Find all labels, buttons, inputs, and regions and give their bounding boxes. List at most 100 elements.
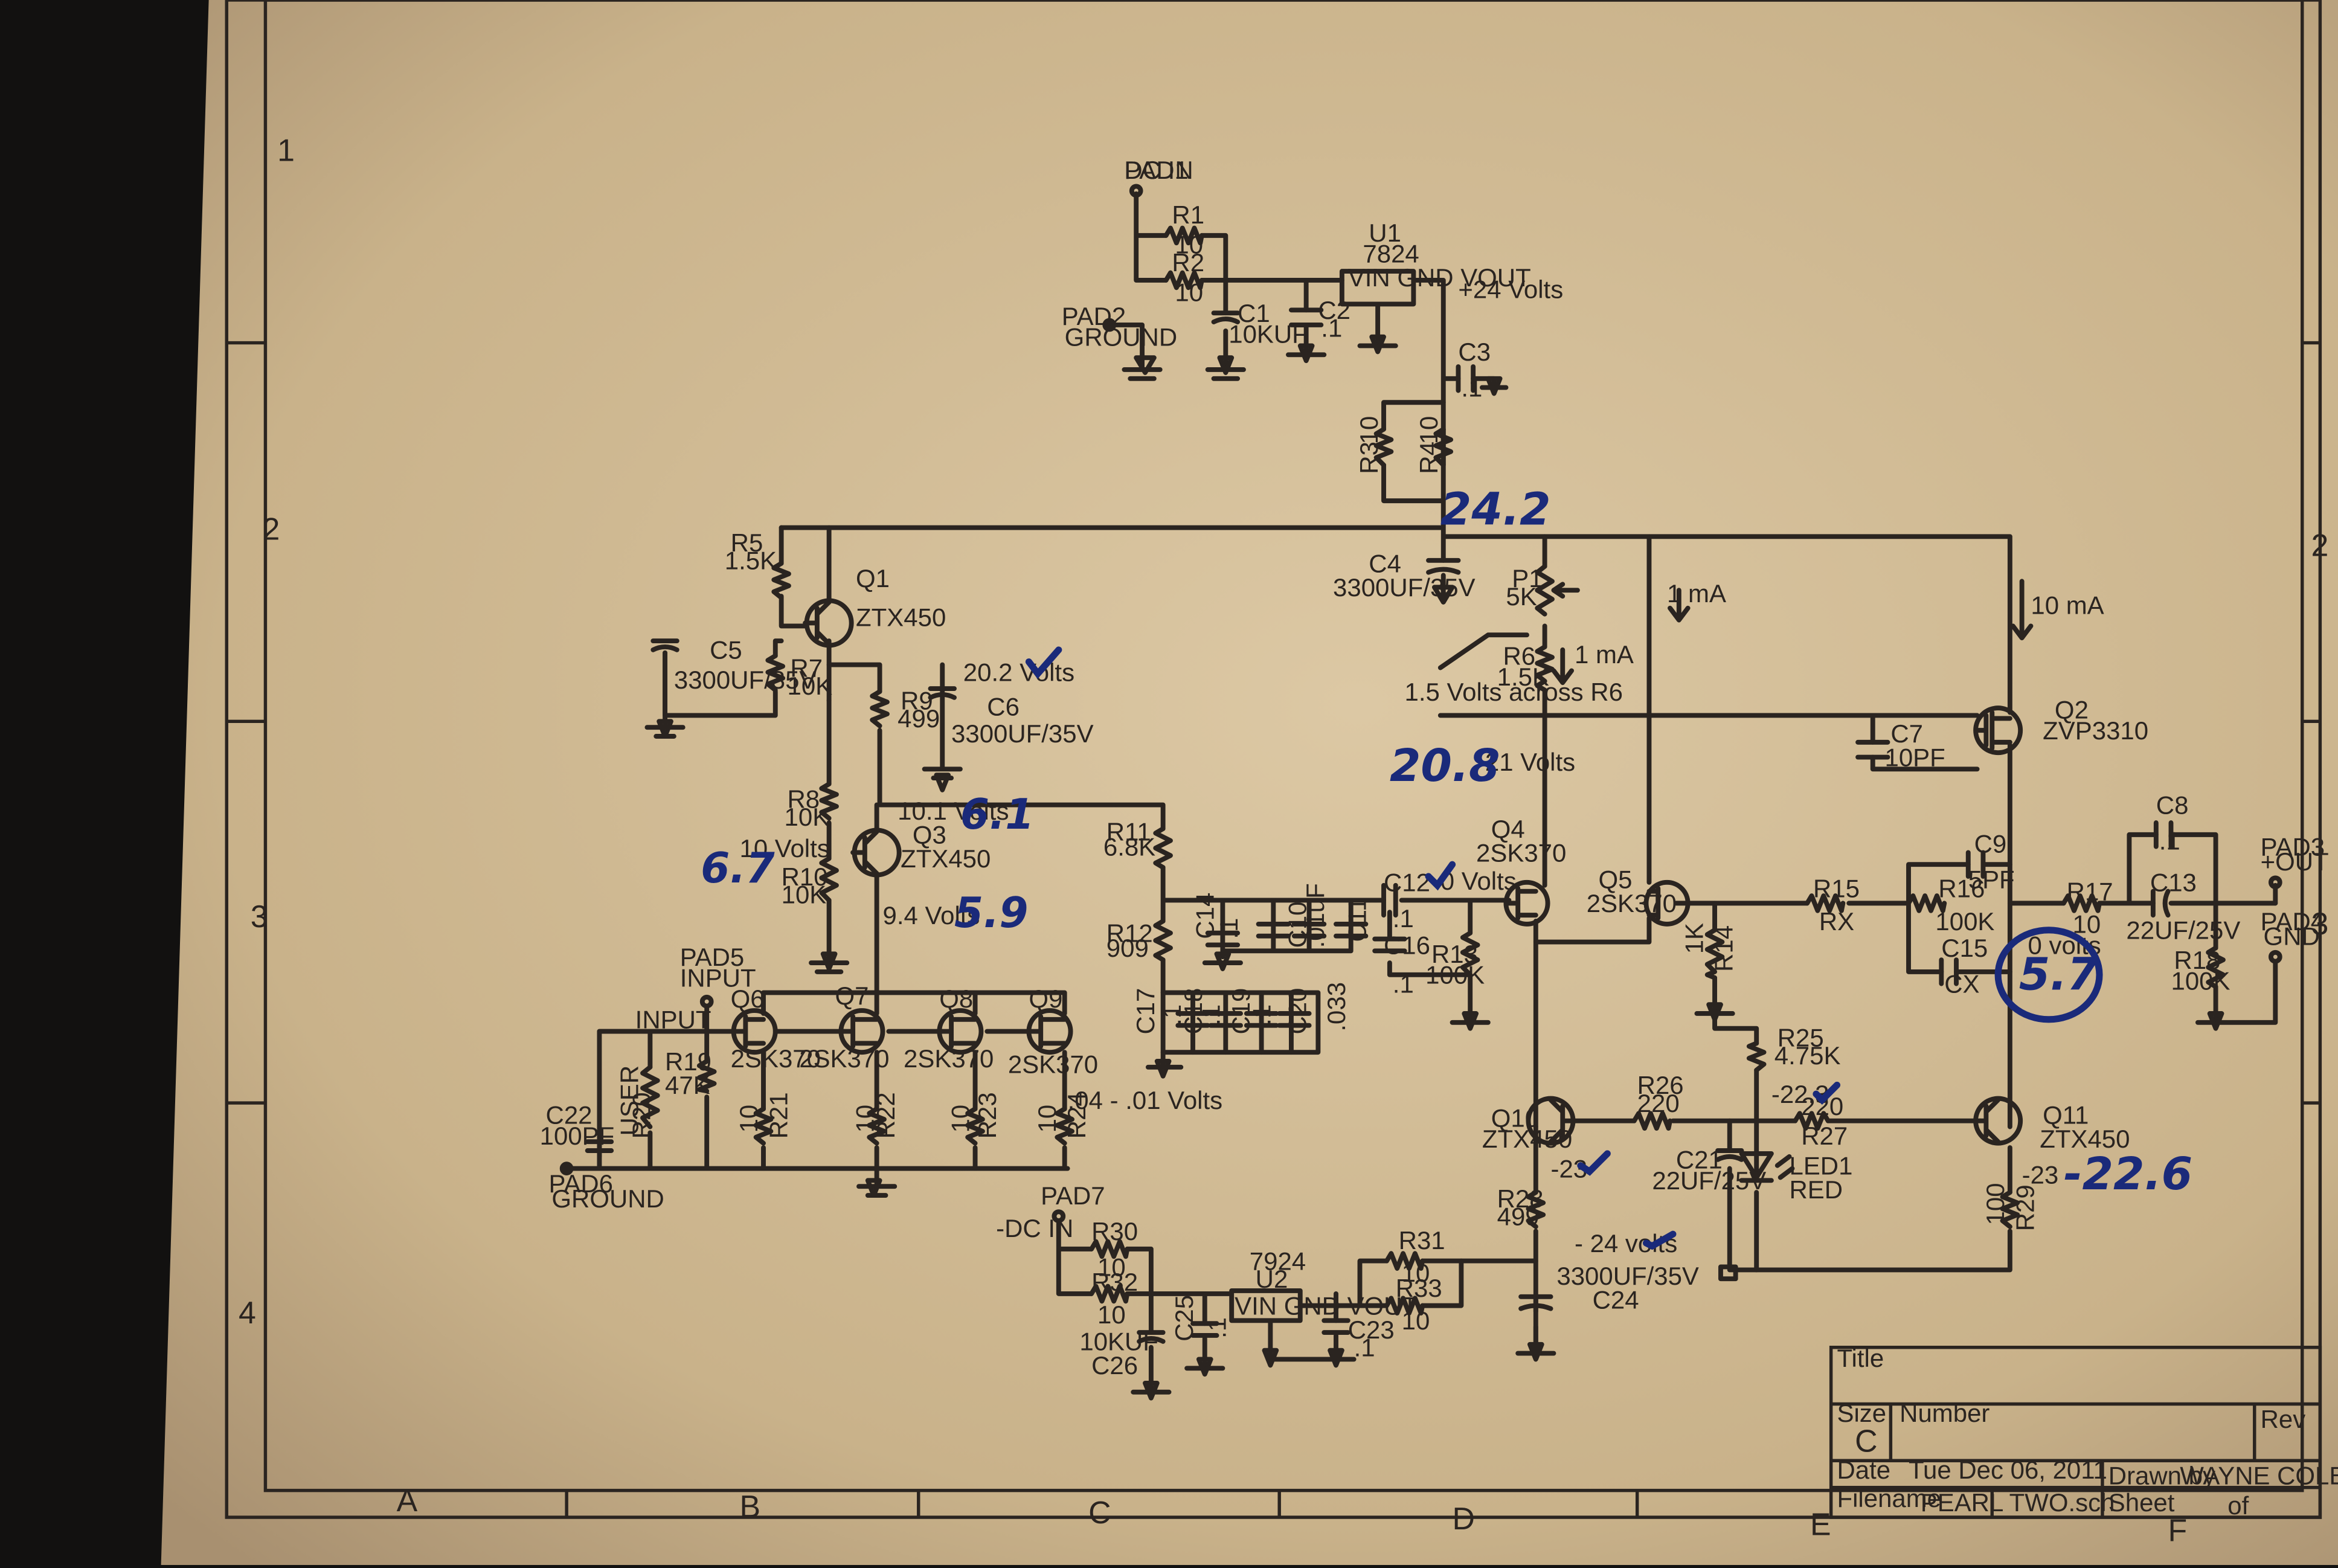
ic-pin-labels: VIN GND VOUT xyxy=(1235,1291,1418,1320)
component-ref-label: U2 xyxy=(1256,1265,1288,1293)
component-value-label: 10PF xyxy=(1885,743,1945,771)
date-label: Date xyxy=(1837,1456,1891,1484)
component-value-label: 22UF/25V xyxy=(1652,1166,1766,1195)
handwritten-voltage: 5.7 xyxy=(2019,949,2099,1001)
component-value-label: 100K xyxy=(2171,967,2230,995)
component-value-label: 4.75K xyxy=(1774,1041,1841,1070)
zone-letter: C xyxy=(1088,1495,1111,1530)
zone-letter: E xyxy=(1810,1507,1831,1542)
component-value-label: .1 xyxy=(2159,827,2180,855)
filename-label: Filename xyxy=(1837,1484,1942,1512)
component-value-label: .033 xyxy=(1322,982,1350,1032)
zone-number: 2 xyxy=(263,511,280,546)
handwritten-checkmark xyxy=(1577,1150,1611,1176)
r6-voltage-note: 1.5 Volts across R6 xyxy=(1405,678,1623,706)
component-value-label: CX xyxy=(1944,969,1979,998)
component-value-label: 10KUF xyxy=(1079,1328,1158,1356)
component-value-label: 220 xyxy=(1637,1089,1680,1117)
component-value-label: .01uF xyxy=(1301,883,1329,948)
zone-number: 3 xyxy=(251,899,268,934)
component-value-label: .1 xyxy=(1196,1004,1225,1026)
component-ref-label: Q3 xyxy=(913,821,946,849)
component-ref-label: PAD3 xyxy=(2261,832,2325,861)
current-annotation: 10 mA xyxy=(2031,591,2104,620)
component-ref-label: Q9 xyxy=(1029,985,1062,1013)
component-ref-label: R2 xyxy=(1172,248,1204,277)
component-value-label: .1 xyxy=(1393,969,1414,998)
component-ref-label: PAD7 xyxy=(1041,1181,1105,1210)
component-value-label: 3300UF/35V xyxy=(951,719,1094,748)
sheet-label: Sheet xyxy=(2108,1488,2175,1517)
component-ref-label: C19 xyxy=(1227,988,1255,1035)
component-value-label: 3300UF/35V xyxy=(1333,573,1476,602)
handwritten-circle xyxy=(1994,927,2103,1023)
handwritten-voltage: 6.1 xyxy=(960,791,1034,839)
component-ref-label: C1 xyxy=(1238,299,1270,327)
component-value-label: 2SK370 xyxy=(1008,1050,1098,1079)
component-ref-label: U1 xyxy=(1369,219,1401,247)
handwritten-checkmark xyxy=(1813,1081,1841,1105)
component-value-label: .1 xyxy=(1158,1004,1186,1026)
component-value-label: .1 xyxy=(1247,1004,1276,1026)
component-ref-label: C23 xyxy=(1348,1316,1395,1344)
component-ref-label: Q6 xyxy=(731,985,765,1013)
component-ref-label: R1 xyxy=(1172,201,1204,229)
component-value-label: 2SK370 xyxy=(1587,889,1677,917)
drawing-frame xyxy=(225,0,2322,1519)
component-ref-label: PAD6 xyxy=(549,1169,613,1198)
component-ref-label: C13 xyxy=(2150,869,2197,897)
zone-letter: D xyxy=(1453,1501,1475,1536)
component-ref-label: Q5 xyxy=(1599,866,1633,894)
component-ref-label: C24 xyxy=(1593,1286,1639,1314)
component-ref-label: R4 xyxy=(1415,442,1443,474)
paper-sheet xyxy=(161,0,2338,1565)
component-ref-label: C12 xyxy=(1384,869,1430,897)
voltage-annotation: 20.2 Volts xyxy=(963,658,1074,687)
component-value-label: GROUND xyxy=(1065,323,1177,351)
handwritten-checkmark xyxy=(1025,646,1062,680)
component-value-label: 10K xyxy=(788,672,833,700)
component-value-label: 100PF xyxy=(540,1122,615,1150)
date-value: Tue Dec 06, 2011 xyxy=(1909,1456,2107,1484)
component-value-label: ZTX450 xyxy=(1482,1125,1572,1153)
component-value-label: .1 xyxy=(1203,1317,1231,1338)
component-value-label: 100K xyxy=(1935,907,1994,936)
component-ref-label: R21 xyxy=(764,1092,792,1139)
component-ref-label: C18 xyxy=(1179,988,1207,1035)
component-ref-label: Q10 xyxy=(1491,1104,1539,1133)
component-ref-label: R16 xyxy=(1938,875,1985,903)
zone-letter: B xyxy=(740,1489,761,1524)
component-value-label: 100 xyxy=(1981,1183,2009,1225)
component-value-label: ZVP3310 xyxy=(2043,716,2148,745)
zone-number: 2 xyxy=(2311,527,2329,562)
component-symbols xyxy=(559,184,2282,1344)
component-value-label: GND xyxy=(2264,922,2320,950)
component-ref-label: R29 xyxy=(2011,1184,2039,1231)
component-ref-label: +24 Volts xyxy=(1458,275,1563,304)
component-value-label: 499 xyxy=(898,704,940,733)
component-ref-label: P1 xyxy=(1512,564,1543,593)
component-value-label: 1K xyxy=(1680,923,1708,954)
component-value-label: .1 xyxy=(1321,314,1342,342)
component-ref-label: C17 xyxy=(1131,988,1160,1035)
component-ref-label: C20 xyxy=(1283,988,1312,1035)
component-ref-label: PAD4 xyxy=(2261,907,2325,936)
component-ref-label: R23 xyxy=(973,1092,1001,1139)
component-value-label: 10K xyxy=(785,803,830,831)
component-value-label: 3300UF/35V xyxy=(1556,1262,1699,1290)
number-label: Number xyxy=(1900,1399,1990,1427)
component-ref-label: Q11 xyxy=(2043,1101,2089,1129)
component-ref-label: C10 xyxy=(1283,901,1312,948)
size-label: Size xyxy=(1837,1399,1887,1427)
handwritten-voltage: 24.2 xyxy=(1440,484,1551,536)
component-ref-label: C9 xyxy=(1974,829,2007,858)
component-ref-label: PAD1 xyxy=(1124,156,1188,184)
component-value-label: 10 xyxy=(1402,1259,1430,1287)
component-value-label: 10 xyxy=(1033,1105,1061,1133)
component-value-label: 10 xyxy=(946,1105,975,1133)
handwritten-voltage: 5.9 xyxy=(954,889,1028,937)
voltage-annotation: 9.4 Volts xyxy=(883,901,980,930)
zone-number: 1 xyxy=(277,133,295,168)
component-value-label: GROUND xyxy=(551,1184,664,1213)
